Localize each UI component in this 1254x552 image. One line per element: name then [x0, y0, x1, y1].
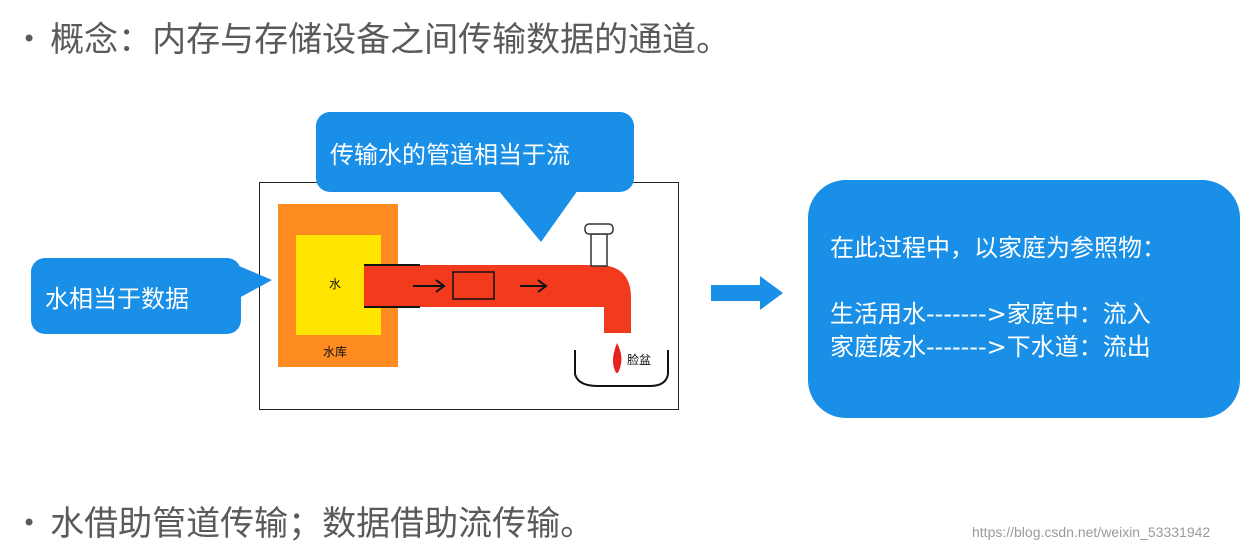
callout-water: 水相当于数据: [31, 258, 241, 334]
info-heading: 在此过程中，以家庭为参照物：: [830, 234, 1166, 262]
watermark: https://blog.csdn.net/weixin_53331942: [972, 524, 1211, 540]
reservoir-label: 水库: [323, 345, 348, 359]
callout-water-text: 水相当于数据: [45, 284, 189, 313]
analogy-bullet: • 水借助管道传输；数据借助流传输。: [22, 496, 594, 545]
bullet-dot: •: [22, 509, 37, 537]
basin-label: 脸盆: [627, 353, 652, 367]
concept-bullet: • 概念：内存与存储设备之间传输数据的通道。: [22, 12, 730, 61]
info-line-inflow: 生活用水------->家庭中：流入: [830, 300, 1151, 328]
callout-pipe-pointer: [498, 190, 578, 242]
flow-arrow-2: [520, 279, 548, 293]
callout-water-pointer: [239, 266, 272, 298]
pipe: [364, 265, 631, 333]
water-drop: [613, 343, 622, 373]
water-label: 水: [329, 277, 342, 291]
concept-text: 概念：内存与存储设备之间传输数据的通道。: [50, 20, 731, 60]
right-arrow-icon: [711, 276, 783, 310]
faucet-stem: [590, 233, 608, 267]
callout-pipe-text: 传输水的管道相当于流: [330, 140, 570, 169]
callout-pipe: 传输水的管道相当于流: [316, 112, 634, 192]
basin: [574, 350, 669, 387]
info-box: 在此过程中，以家庭为参照物： 生活用水------->家庭中：流入 家庭废水--…: [808, 180, 1240, 418]
flow-arrow-1: [413, 279, 446, 293]
water-packet: [452, 271, 495, 300]
faucet-cap: [584, 223, 614, 235]
analogy-text: 水借助管道传输；数据借助流传输。: [50, 504, 595, 544]
info-line-outflow: 家庭废水------->下水道：流出: [830, 333, 1151, 361]
bullet-dot: •: [22, 25, 37, 53]
